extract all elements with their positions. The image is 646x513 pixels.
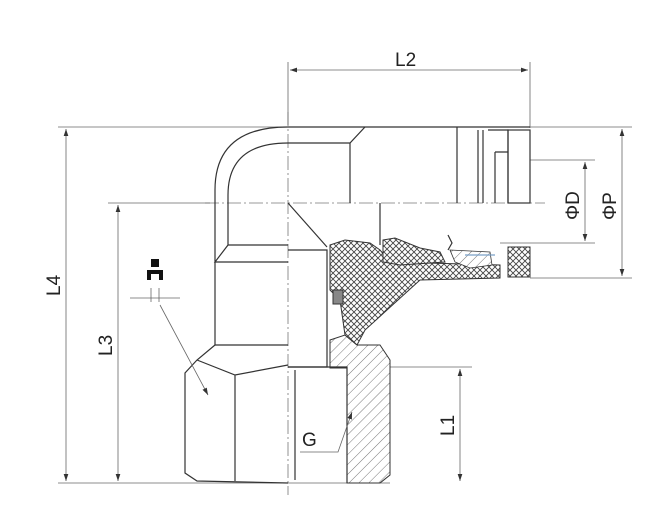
elbow-body-outline: [184, 126, 531, 484]
dim-label-l4: L4: [44, 274, 65, 296]
dimension-lines: [63, 67, 625, 481]
dim-label-phi-p: ΦP: [600, 192, 621, 220]
section-view: [287, 202, 531, 484]
dim-label-l1: L1: [438, 415, 459, 436]
wrench-icon: [130, 259, 180, 302]
thread-label-g: G: [302, 430, 317, 451]
dim-label-phi-d: ΦD: [563, 191, 584, 220]
center-lines: [205, 112, 545, 495]
dim-label-l3: L3: [96, 335, 117, 356]
dim-label-l2: L2: [395, 50, 416, 71]
